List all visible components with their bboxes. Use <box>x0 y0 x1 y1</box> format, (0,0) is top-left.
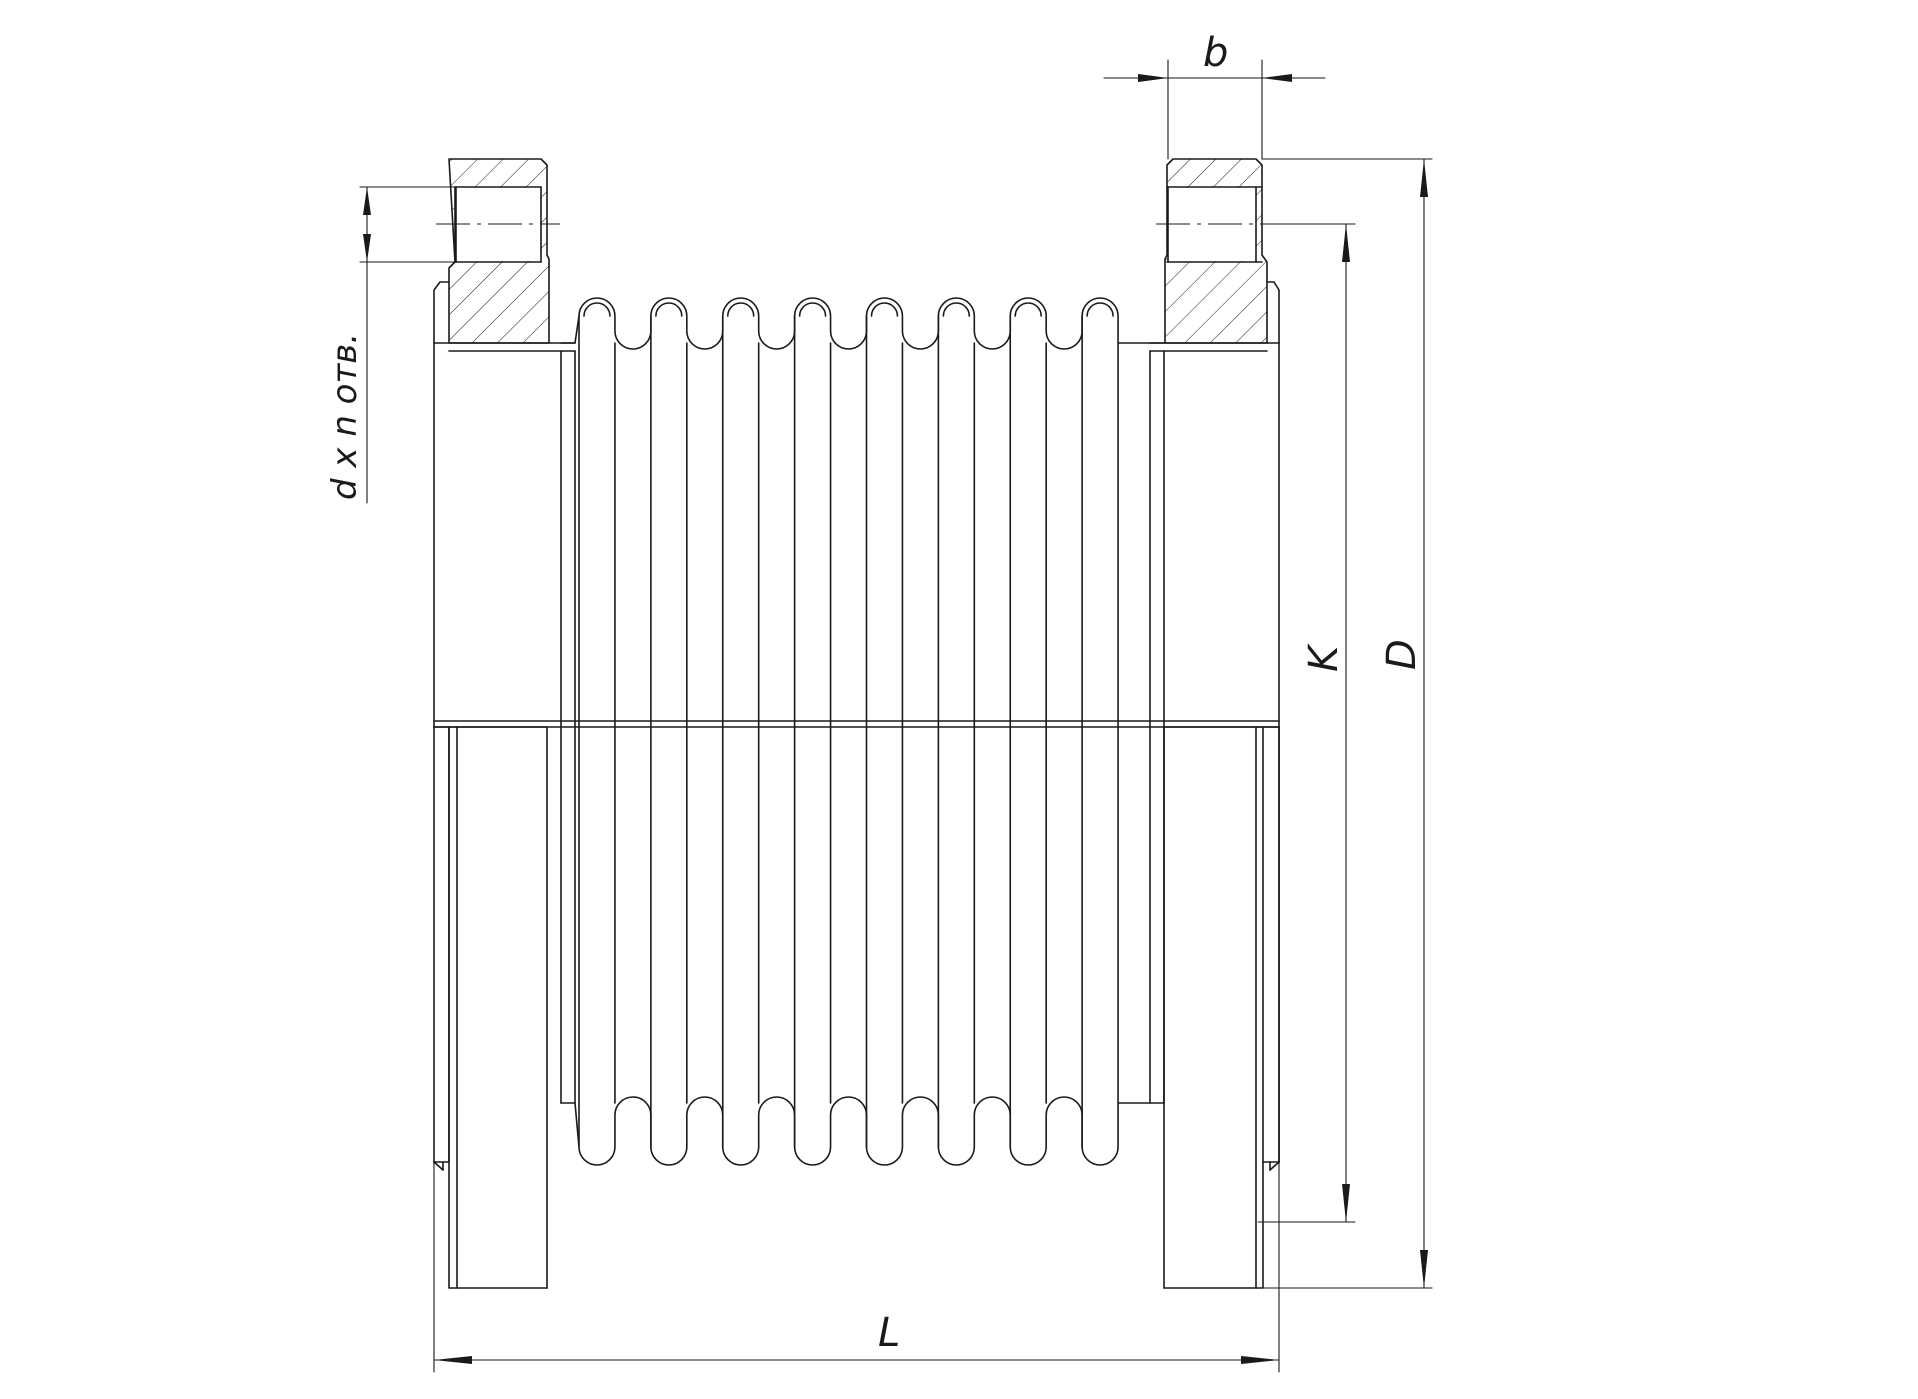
dimension-holes: d x n отв. <box>325 186 456 504</box>
bellows-bottom-profile <box>560 1096 1165 1166</box>
left-flange-view <box>433 726 548 1289</box>
dimension-b: b <box>1103 30 1326 160</box>
dim-label-b: b <box>1203 30 1228 76</box>
dimension-l: L <box>433 1162 1280 1373</box>
bellows-convolution-lines <box>578 315 1119 1148</box>
dim-label-l: L <box>878 1310 900 1356</box>
dimension-k: K <box>1257 223 1356 1223</box>
holes-label: d x n отв. <box>325 333 365 500</box>
right-flange-view <box>1163 726 1280 1289</box>
left-flange-section <box>436 158 560 344</box>
pipe-collars <box>433 281 1280 352</box>
dim-label-k: K <box>1301 643 1347 672</box>
bellows-top-profile <box>560 297 1165 350</box>
body-outline <box>433 342 1280 1164</box>
dimension-d: D <box>1261 158 1433 1289</box>
dim-label-d: D <box>1379 639 1425 670</box>
right-flange-section <box>1156 158 1280 344</box>
